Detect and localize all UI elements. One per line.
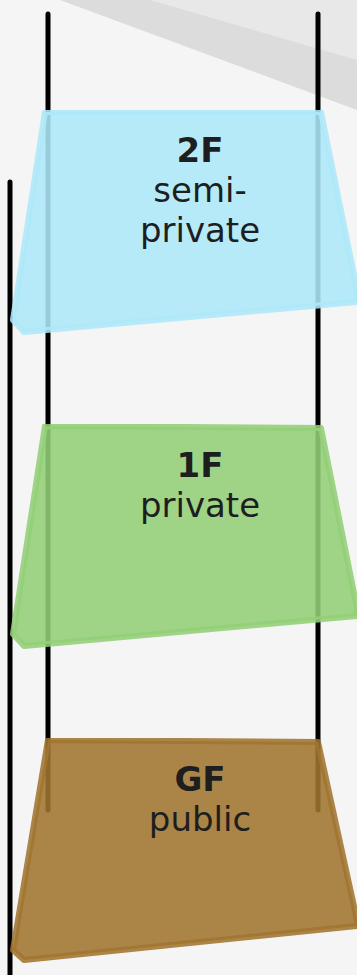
structure-line bbox=[8, 182, 13, 975]
floor-label: GF bbox=[110, 759, 290, 799]
privacy-label: public bbox=[135, 799, 265, 839]
floor-label: 1F bbox=[110, 445, 290, 485]
faded-photo-wedge bbox=[60, 0, 357, 110]
privacy-label: private bbox=[135, 485, 265, 525]
privacy-label: semi- private bbox=[135, 170, 265, 250]
band-label-group: 1Fprivate bbox=[110, 445, 290, 525]
faded-photo-wedge bbox=[150, 0, 357, 60]
floor-label: 2F bbox=[110, 130, 290, 170]
band-outline bbox=[13, 740, 357, 960]
floor-band: 1Fprivate bbox=[0, 424, 357, 650]
floor-band: GFpublic bbox=[0, 738, 357, 964]
band-outline bbox=[13, 426, 357, 646]
band-outline bbox=[13, 112, 357, 332]
band-label-group: 2Fsemi- private bbox=[110, 130, 290, 250]
floor-band: 2Fsemi- private bbox=[0, 110, 357, 336]
band-label-group: GFpublic bbox=[110, 759, 290, 839]
